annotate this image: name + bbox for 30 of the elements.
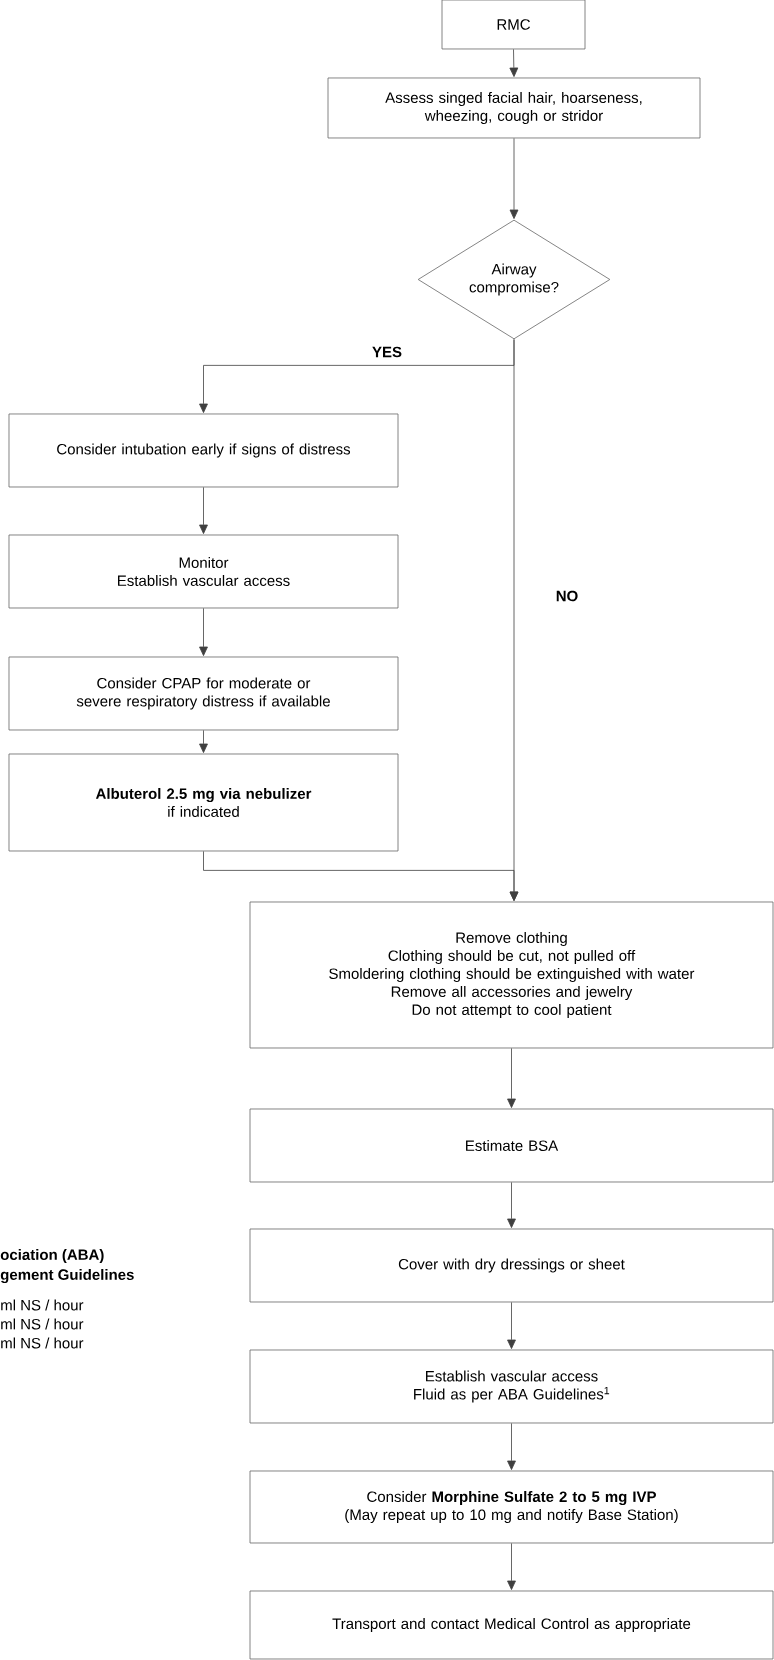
process-box: Assess singed facial hair, hoarseness, wheezing, cough or stridor: [327, 77, 701, 139]
arrow: [203, 851, 519, 901]
process-box: Consider CPAP for moderate or severe respiratory distress if available: [8, 656, 399, 731]
note-text: ml NS / hour: [1, 1299, 84, 1311]
arrow: [199, 487, 208, 534]
arrow: [507, 1543, 516, 1590]
arrow: [507, 1302, 516, 1349]
process-box: Albuterol 2.5 mg via nebulizer if indicated: [8, 753, 399, 852]
arrow: [509, 138, 519, 219]
note-text: gement Guidelines: [0, 1268, 134, 1283]
note-text: ml NS / hour: [1, 1318, 84, 1330]
note-text: ociation (ABA): [0, 1249, 104, 1263]
edge-label: NO: [554, 589, 580, 603]
edge-label: YES: [371, 345, 403, 359]
process-box: Consider intubation early if signs of distress: [8, 413, 399, 488]
arrow: [509, 49, 519, 77]
process-box: Transport and contact Medical Control as appropriate: [249, 1590, 774, 1660]
arrow: [507, 1423, 516, 1470]
process-box: Estimate BSA: [249, 1108, 774, 1183]
arrow: [199, 608, 208, 656]
process-box: Remove clothing Clothing should be cut, not pulled off Smoldering clothing should be extinguished with water Remove all accessories and jewelry Do not attempt to cool patient: [249, 901, 774, 1049]
process-box: RMC: [441, 0, 586, 50]
note-text: ml NS / hour: [1, 1337, 84, 1349]
arrow: [199, 730, 208, 753]
process-box: Consider Morphine Sulfate 2 to 5 mg IVP (May repeat up to 10 mg and notify Base Station): [249, 1470, 774, 1544]
process-box: Establish vascular access Fluid as per ABA Guidelines$^{1}$: [249, 1349, 774, 1424]
process-box: Cover with dry dressings or sheet: [249, 1228, 774, 1303]
arrow: [507, 1048, 516, 1108]
arrow: [507, 1182, 516, 1228]
process-box: Monitor Establish vascular access: [8, 534, 399, 609]
